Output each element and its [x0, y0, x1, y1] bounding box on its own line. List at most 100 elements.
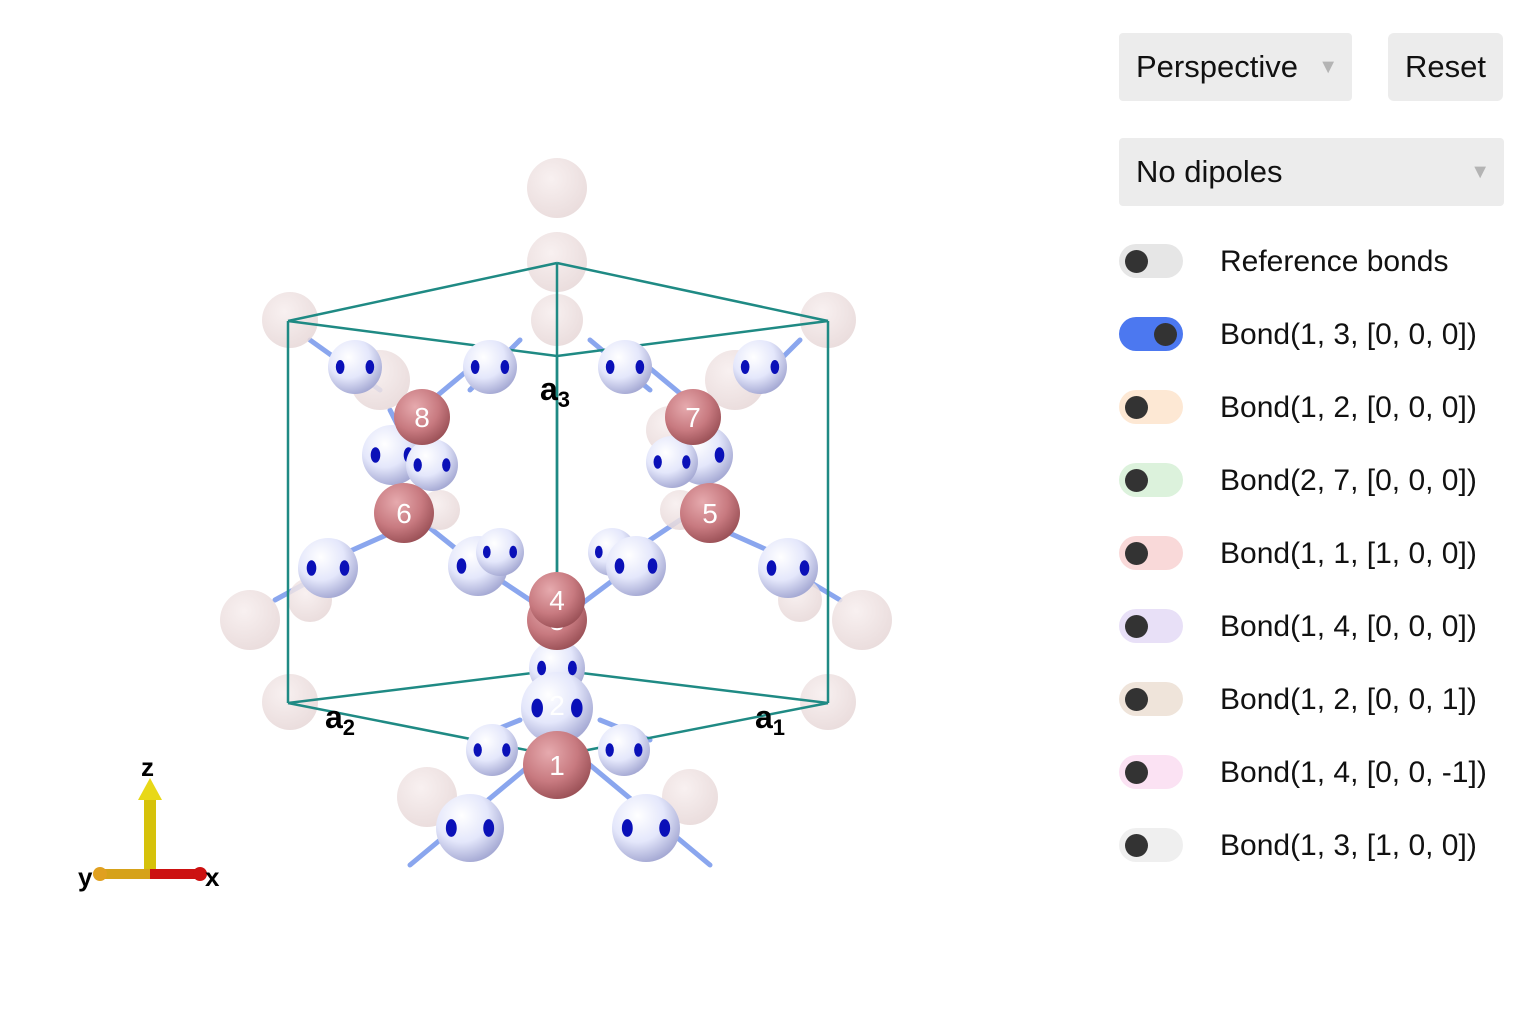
toggle-switch[interactable] — [1119, 755, 1183, 789]
x-axis-tip — [193, 867, 207, 881]
ghost-atom — [527, 158, 587, 218]
cell-edge — [287, 261, 558, 323]
ghost-atom — [220, 590, 280, 650]
toggle-switch[interactable] — [1119, 536, 1183, 570]
atom-ball — [529, 572, 585, 628]
atom-label: 2 — [549, 690, 565, 721]
spin-dot — [473, 743, 482, 757]
atom-label: 4 — [549, 585, 565, 616]
spin-dot — [659, 819, 671, 837]
spin-ball — [476, 528, 524, 576]
projection-select[interactable]: Perspective ▼ — [1119, 33, 1352, 101]
z-axis-arrowhead — [138, 778, 162, 800]
ghost-atom — [662, 769, 718, 825]
spin-dot — [470, 359, 480, 375]
structure-viewer[interactable]: 12345678 a3 a2 a1 z x y — [0, 0, 1100, 1024]
atom-label: 6 — [396, 498, 412, 529]
toggle-switch[interactable] — [1119, 682, 1183, 716]
toggle-label: Bond(1, 3, [1, 0, 0]) — [1220, 829, 1477, 862]
atom-label: 5 — [702, 498, 718, 529]
spin-dot — [594, 545, 603, 559]
spin-dot — [571, 698, 583, 718]
atom-2[interactable]: 2 — [549, 690, 565, 721]
spin-dot — [770, 359, 780, 375]
atom-4[interactable]: 4 — [529, 572, 585, 628]
cell-edge — [556, 668, 829, 705]
bond-toggle-row[interactable]: Reference bonds — [1119, 242, 1536, 282]
spin-dot — [537, 660, 547, 676]
spin-dot — [502, 743, 511, 757]
toggle-knob — [1125, 396, 1148, 419]
toggle-knob — [1125, 688, 1148, 711]
spin-sphere — [733, 340, 787, 394]
a1-label: a1 — [755, 699, 785, 740]
spin-sphere — [758, 538, 818, 598]
a3-label: a3 — [540, 371, 570, 412]
spin-ball — [466, 724, 518, 776]
atom-7[interactable]: 7 — [665, 389, 721, 445]
axis-triad: z x y — [78, 752, 220, 892]
atom-label: 1 — [549, 750, 565, 781]
spin-sphere — [606, 536, 666, 596]
spin-ball — [406, 439, 458, 491]
spin-dot — [445, 819, 457, 837]
reset-button[interactable]: Reset — [1388, 33, 1503, 101]
cell-edge — [556, 701, 829, 758]
toggle-knob — [1125, 834, 1148, 857]
control-panel: Perspective ▼ Reset No dipoles ▼ Referen… — [1119, 0, 1536, 1024]
toggle-switch[interactable] — [1119, 609, 1183, 643]
spin-ball — [646, 436, 698, 488]
spin-dot — [339, 560, 350, 576]
atom-1[interactable]: 1 — [523, 731, 591, 799]
bond-toggle-row[interactable]: Bond(1, 2, [0, 0, 1]) — [1119, 680, 1536, 720]
crystal-scene[interactable]: 12345678 a3 a2 a1 z x y — [0, 0, 1100, 1024]
bond-toggle-row[interactable]: Bond(1, 4, [0, 0, 0]) — [1119, 607, 1536, 647]
bond-toggle-row[interactable]: Bond(1, 3, [1, 0, 0]) — [1119, 826, 1536, 866]
y-axis-tip — [93, 867, 107, 881]
spin-dot — [682, 455, 691, 469]
toggle-switch[interactable] — [1119, 317, 1183, 351]
spin-dot — [306, 560, 317, 576]
spin-sphere — [466, 724, 518, 776]
spin-dot — [635, 359, 645, 375]
atom-ball — [665, 389, 721, 445]
cell-edge — [556, 261, 829, 323]
z-axis-label: z — [141, 752, 154, 782]
atom-8[interactable]: 8 — [394, 389, 450, 445]
spin-ball — [521, 672, 593, 744]
atoms[interactable]: 12345678 — [374, 389, 740, 799]
dipoles-select[interactable]: No dipoles ▼ — [1119, 138, 1504, 206]
toggle-switch[interactable] — [1119, 463, 1183, 497]
spin-ball — [598, 340, 652, 394]
bond-toggle-row[interactable]: Bond(1, 2, [0, 0, 0]) — [1119, 388, 1536, 428]
atom-6[interactable]: 6 — [374, 483, 434, 543]
toggle-label: Bond(2, 7, [0, 0, 0]) — [1220, 464, 1477, 497]
spin-dot — [799, 560, 810, 576]
toggle-label: Bond(1, 3, [0, 0, 0]) — [1220, 318, 1477, 351]
ghost-atom — [527, 232, 587, 292]
spin-sphere — [298, 538, 358, 598]
toggle-knob — [1125, 469, 1148, 492]
spin-dot — [482, 545, 491, 559]
toggle-switch[interactable] — [1119, 828, 1183, 862]
spin-spheres — [298, 340, 818, 862]
spin-sphere — [463, 340, 517, 394]
bond-toggle-row[interactable]: Bond(2, 7, [0, 0, 0]) — [1119, 461, 1536, 501]
spin-ball — [298, 538, 358, 598]
x-axis-label: x — [205, 862, 220, 892]
spin-sphere — [598, 340, 652, 394]
a2-label: a2 — [325, 699, 355, 740]
spin-sphere — [436, 794, 504, 862]
bond-toggle-row[interactable]: Bond(1, 4, [0, 0, -1]) — [1119, 753, 1536, 793]
bond-toggle-row[interactable]: Bond(1, 3, [0, 0, 0]) — [1119, 315, 1536, 355]
toggle-label: Reference bonds — [1220, 245, 1449, 278]
atom-ball — [374, 483, 434, 543]
toggle-switch[interactable] — [1119, 390, 1183, 424]
spin-dot — [653, 455, 662, 469]
bond-toggle-row[interactable]: Bond(1, 1, [1, 0, 0]) — [1119, 534, 1536, 574]
z-axis-shaft — [144, 795, 156, 873]
toggle-label: Bond(1, 2, [0, 0, 1]) — [1220, 683, 1477, 716]
atom-5[interactable]: 5 — [680, 483, 740, 543]
x-axis-shaft — [150, 869, 200, 879]
toggle-switch[interactable] — [1119, 244, 1183, 278]
